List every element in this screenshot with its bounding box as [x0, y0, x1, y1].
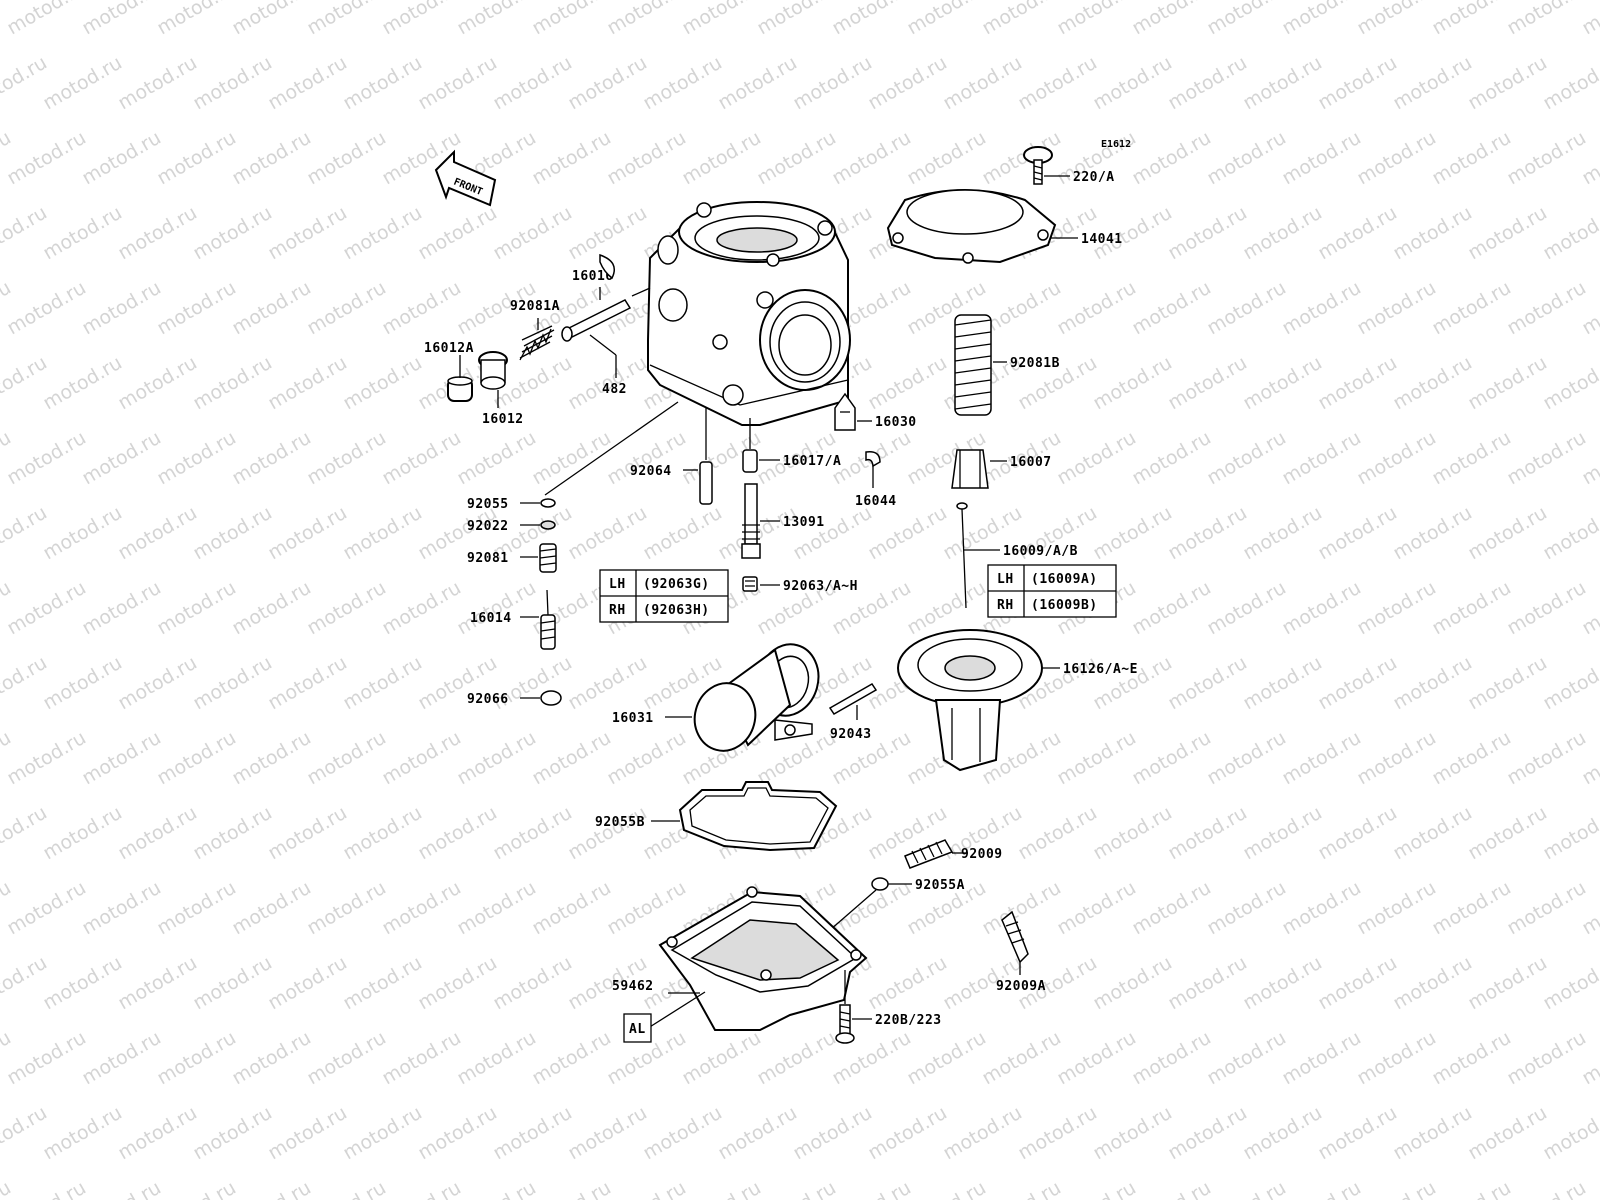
label-16031: 16031 — [612, 711, 654, 726]
label-482: 482 — [602, 382, 627, 397]
screw-92009a — [1001, 910, 1029, 964]
table-16009: LH (16009A) RH (16009B) — [987, 564, 1117, 618]
front-arrow-icon: FRONT — [434, 149, 497, 207]
cap-16012a — [447, 376, 473, 402]
washer-92022 — [540, 520, 556, 530]
label-92081: 92081 — [467, 551, 509, 566]
label-16012a: 16012A — [424, 341, 474, 356]
diaphragm-16126 — [897, 629, 1043, 772]
spring-92081a — [519, 325, 555, 361]
label-92009a: 92009A — [996, 979, 1046, 994]
table-left-side-lh: LH — [609, 577, 626, 592]
jet-holder-92064 — [699, 408, 713, 505]
fitting-16012 — [478, 351, 508, 390]
jet-needle-16009ab — [956, 502, 968, 609]
label-16017a: 16017/A — [783, 454, 841, 469]
screw-92009 — [904, 839, 954, 869]
label-92022: 92022 — [467, 519, 509, 534]
table-92063: LH (92063G) RH (92063H) — [599, 569, 729, 623]
screw-220a — [1023, 146, 1053, 185]
label-92066: 92066 — [467, 692, 509, 707]
label-92081b: 92081B — [1010, 356, 1060, 371]
label-16044: 16044 — [855, 494, 897, 509]
label-16009ab: 16009/A/B — [1003, 544, 1078, 559]
label-14041: 14041 — [1081, 232, 1123, 247]
cap-92066 — [540, 690, 562, 706]
label-16007: 16007 — [1010, 455, 1052, 470]
label-220b223: 220B/223 — [875, 1013, 942, 1028]
pilot-screw-16014 — [540, 589, 556, 650]
label-16030: 16030 — [875, 415, 917, 430]
table-right-part-rh: (16009B) — [1031, 598, 1098, 613]
screw-220b223 — [835, 970, 855, 1044]
label-16014: 16014 — [470, 611, 512, 626]
label-220a: 220/A — [1073, 170, 1115, 185]
float-16031 — [693, 643, 820, 752]
table-right-side-lh: LH — [997, 572, 1014, 587]
main-jet-92063 — [742, 576, 758, 592]
label-92063ah: 92063/A~H — [783, 579, 858, 594]
label-16126ae: 16126/A~E — [1063, 662, 1138, 677]
spring-92081 — [539, 543, 557, 573]
label-92055b: 92055B — [595, 815, 645, 830]
diagram-code: E1612 — [1101, 139, 1131, 150]
al-label: AL — [629, 1022, 646, 1037]
needle-holder-16007 — [951, 449, 989, 489]
oring-92055 — [540, 498, 556, 508]
pin-92043 — [828, 683, 878, 715]
al-material-badge: AL — [623, 1013, 652, 1043]
float-bowl-59462 — [658, 886, 868, 1031]
label-92081a: 92081A — [510, 299, 560, 314]
label-59462: 59462 — [612, 979, 654, 994]
label-92055a: 92055A — [915, 878, 965, 893]
oring-92055a — [871, 877, 889, 891]
float-needle-16030 — [834, 392, 856, 431]
label-16016: 16016 — [572, 269, 614, 284]
label-16012: 16012 — [482, 412, 524, 427]
label-92055: 92055 — [467, 497, 509, 512]
top-cover-14041 — [886, 189, 1057, 264]
table-left-part-rh: (92063H) — [643, 603, 710, 618]
label-92064: 92064 — [630, 464, 672, 479]
needle-jet-13091 — [741, 483, 761, 559]
label-92043: 92043 — [830, 727, 872, 742]
pilot-jet-16017a — [742, 418, 758, 473]
table-right-side-rh: RH — [997, 598, 1014, 613]
gasket-92055b — [678, 781, 838, 852]
table-right-part-lh: (16009A) — [1031, 572, 1098, 587]
label-13091: 13091 — [783, 515, 825, 530]
label-92009: 92009 — [961, 847, 1003, 862]
clip-482 — [599, 253, 615, 280]
table-left-part-lh: (92063G) — [643, 577, 710, 592]
screw-16016 — [561, 287, 651, 342]
clip-16044 — [865, 450, 881, 468]
table-left-side-rh: RH — [609, 603, 626, 618]
carburetor-body — [647, 201, 851, 426]
spring-92081b — [954, 314, 992, 416]
